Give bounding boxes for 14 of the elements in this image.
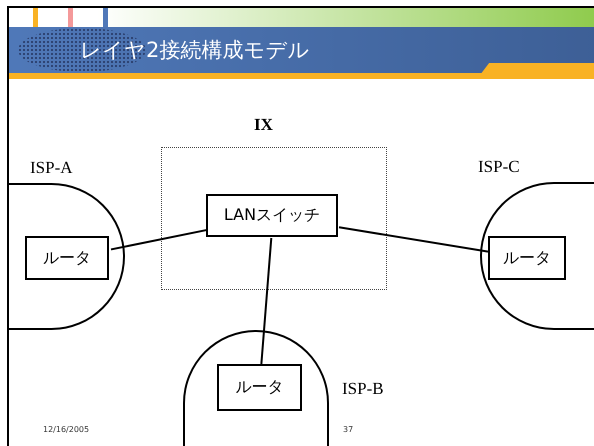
date-footer: 12/16/2005 [43, 425, 90, 434]
group-label: ISP-A [30, 158, 73, 178]
group-label: ISP-C [478, 157, 520, 177]
group-label: ISP-B [342, 379, 384, 399]
connector-line [338, 226, 488, 253]
connector-line [260, 238, 272, 364]
slide-title: レイヤ2接続構成モデル [80, 37, 310, 64]
switch-box: LANスイッチ [206, 194, 338, 237]
router-box: ルータ [488, 236, 566, 280]
connector-line [110, 228, 208, 250]
group-label: IX [254, 115, 273, 135]
router-box: ルータ [25, 236, 109, 280]
router-box: ルータ [217, 364, 302, 411]
page-number: 37 [343, 425, 354, 434]
